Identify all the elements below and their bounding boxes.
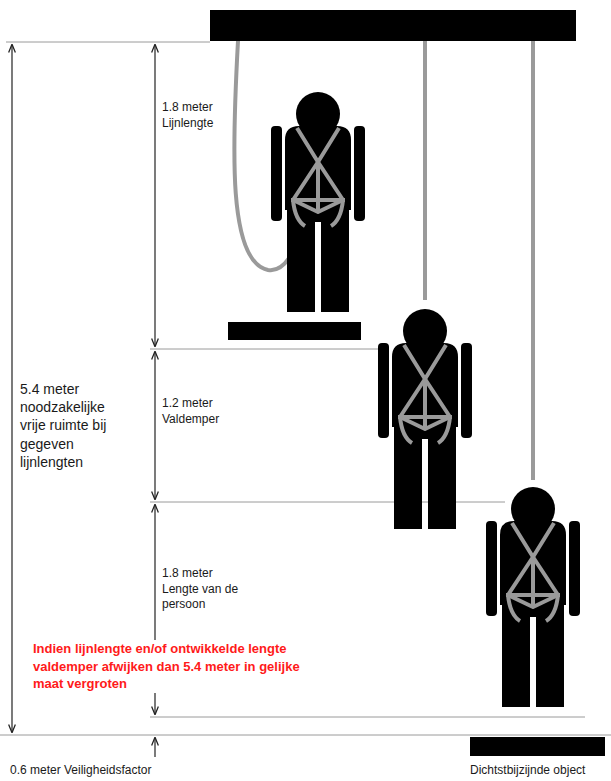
dimension-label: 1.8 meter Lijnlengte: [162, 100, 234, 131]
dimension-label: 1.2 meter Valdemper: [162, 396, 234, 427]
dimension-label: 5.4 meter noodzakelijke vrije ruimte bij…: [20, 380, 118, 471]
platform: [228, 322, 361, 340]
person-falling: [378, 309, 472, 529]
person-arrested: [486, 487, 580, 707]
dimension-label: 1.8 meter Lengte van de persoon: [162, 566, 242, 613]
anchor-beam: [210, 10, 576, 41]
person-standing: [271, 92, 365, 312]
dimension-label: 0.6 meter Veiligheidsfactor: [10, 763, 151, 779]
nearest-object: [470, 737, 605, 756]
warning-note: Indien lijnlengte en/of ontwikkelde leng…: [33, 640, 311, 693]
object-label: Dichtstbijzijnde object: [470, 763, 585, 779]
